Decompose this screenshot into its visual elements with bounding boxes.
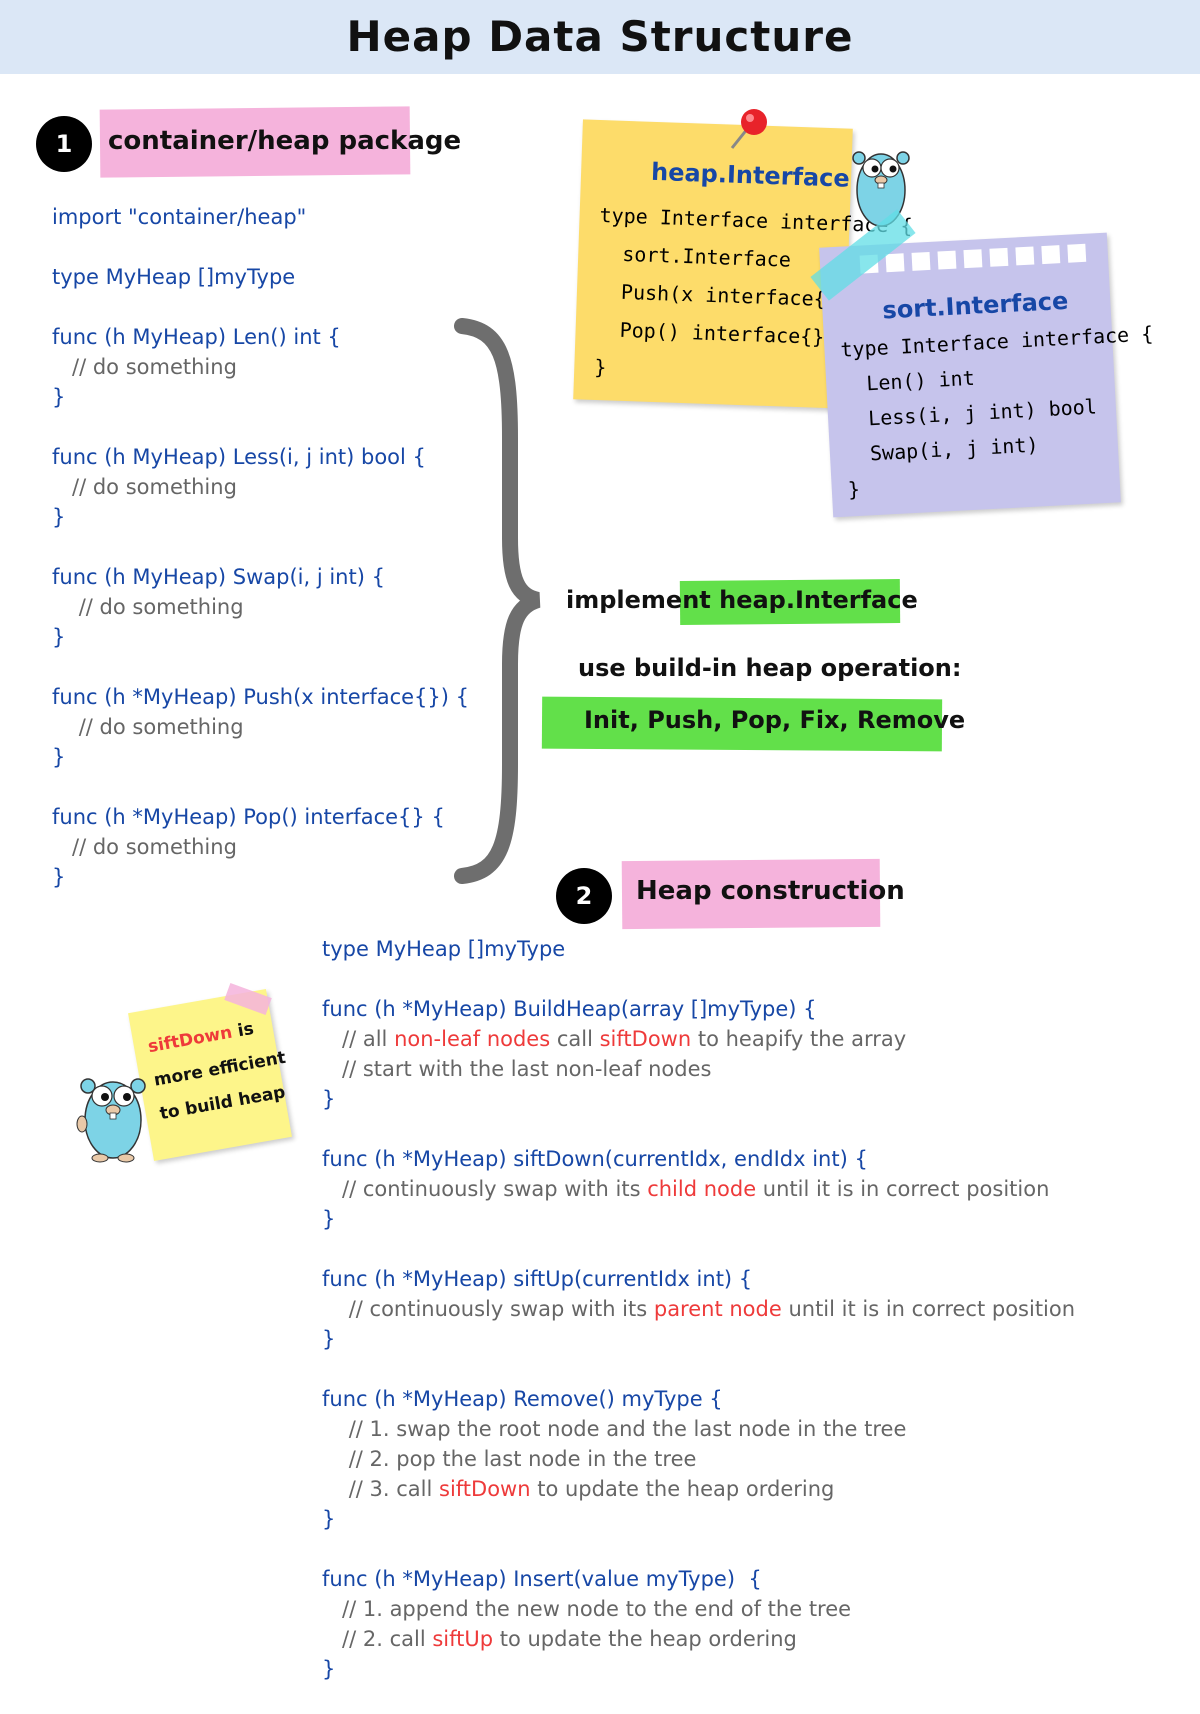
code-import: import "container/heap": [52, 205, 307, 229]
code-comment: to update the heap ordering: [493, 1627, 797, 1651]
code-comment: // continuously swap with its: [348, 1297, 654, 1321]
code-comment: to heapify the array: [691, 1027, 907, 1051]
code-type-decl: type MyHeap []myType: [52, 265, 296, 289]
note-line: Pop() interface{}: [595, 316, 825, 349]
code-swap-signature: func (h MyHeap) Swap(i, j int) {: [52, 565, 385, 589]
section-1-badge: 1: [36, 116, 92, 172]
note-line: }: [847, 476, 861, 502]
use-builtin-text: use build-in heap operation:: [578, 654, 962, 682]
sort-interface-title: sort.Interface: [881, 286, 1069, 325]
heap-interface-title: heap.Interface: [650, 157, 851, 193]
code-close-brace: }: [52, 745, 66, 769]
code-len-signature: func (h MyHeap) Len() int {: [52, 325, 341, 349]
code-comment: // all: [342, 1027, 395, 1051]
code-close-brace: }: [322, 1507, 336, 1531]
notebook-holes-icon: [859, 243, 1087, 274]
note-line: Swap(i, j int): [845, 432, 1040, 467]
code-comment: // 1. append the new node to the end of …: [342, 1597, 852, 1621]
code-siftdown-signature: func (h *MyHeap) siftDown(currentIdx, en…: [322, 1147, 868, 1171]
gopher-mascot-icon: [852, 151, 910, 227]
code-comment: to update the heap ordering: [530, 1477, 835, 1501]
code-comment-highlight: siftDown: [439, 1477, 531, 1501]
code-close-brace: }: [322, 1327, 336, 1351]
code-push-signature: func (h *MyHeap) Push(x interface{}) {: [52, 685, 469, 709]
code-comment: until it is in correct position: [756, 1177, 1050, 1201]
title-bar: [0, 0, 1200, 74]
push-pin-icon: [730, 109, 767, 149]
code-comment: // continuously swap with its: [342, 1177, 648, 1201]
code-comment: // do something: [72, 355, 237, 379]
note-line: Less(i, j int) bool: [843, 394, 1098, 432]
code-insert-signature: func (h *MyHeap) Insert(value myType) {: [322, 1567, 762, 1591]
gopher-mascot-icon: [76, 1078, 146, 1163]
section-1-label: container/heap package: [108, 126, 462, 156]
code-comment-highlight: siftUp: [432, 1627, 494, 1651]
heap-interface-note: heap.Interface type Interface interface …: [573, 119, 913, 409]
code-close-brace: }: [52, 625, 66, 649]
code-comment: // do something: [72, 835, 237, 859]
note-line: }: [593, 354, 607, 380]
implement-text: implement heap.Interface: [566, 586, 918, 614]
code-comment: // do something: [72, 475, 237, 499]
note-line: type Interface interface {: [839, 321, 1154, 362]
code-comment-highlight: non-leaf nodes: [394, 1027, 551, 1051]
code-comment: // start with the last non-leaf nodes: [342, 1057, 712, 1081]
code-comment-highlight: parent node: [653, 1297, 782, 1321]
code-siftup-signature: func (h *MyHeap) siftUp(currentIdx int) …: [322, 1267, 753, 1291]
code-comment-highlight: child node: [647, 1177, 757, 1201]
tip-note: siftDown is more efficient to build heap: [128, 988, 292, 1162]
implement-highlight: heap.Interface: [719, 586, 918, 614]
code-close-brace: }: [322, 1657, 336, 1681]
code-close-brace: }: [52, 865, 66, 889]
code-block-interface-impl: import "container/heap" type MyHeap []my…: [52, 202, 469, 892]
tip-line1: is: [230, 1018, 256, 1043]
code-remove-signature: func (h *MyHeap) Remove() myType {: [322, 1387, 723, 1411]
code-comment-highlight: siftDown: [599, 1027, 692, 1051]
code-close-brace: }: [322, 1087, 336, 1111]
curly-brace-icon: [454, 318, 541, 884]
code-close-brace: }: [322, 1207, 336, 1231]
code-comment: // 3. call: [348, 1477, 439, 1501]
code-comment: // do something: [78, 595, 244, 619]
operations-text: Init, Push, Pop, Fix, Remove: [584, 706, 966, 734]
code-comment: // do something: [78, 715, 244, 739]
code-comment: // 1. swap the root node and the last no…: [348, 1417, 907, 1441]
note-line: sort.Interface: [597, 240, 792, 272]
code-close-brace: }: [52, 505, 66, 529]
sort-interface-note: sort.Interface type Interface interface …: [819, 232, 1154, 518]
code-less-signature: func (h MyHeap) Less(i, j int) bool {: [52, 445, 426, 469]
note-line: Len() int: [841, 365, 976, 397]
code-comment: call: [550, 1027, 600, 1051]
note-line: Push(x interface{}): [596, 278, 851, 312]
code-buildheap-signature: func (h *MyHeap) BuildHeap(array []myTyp…: [322, 997, 817, 1021]
section-2-badge: 2: [556, 868, 612, 924]
code-comment: // 2. pop the last node in the tree: [348, 1447, 697, 1471]
code-type-decl: type MyHeap []myType: [322, 937, 566, 961]
code-comment: // 2. call: [342, 1627, 433, 1651]
implement-prefix: implement: [566, 586, 720, 614]
code-comment: until it is in correct position: [781, 1297, 1076, 1321]
page-title: Heap Data Structure: [346, 12, 854, 61]
code-block-heap-construction: type MyHeap []myType func (h *MyHeap) Bu…: [322, 934, 1075, 1684]
section-2-label: Heap construction: [636, 876, 905, 906]
code-pop-signature: func (h *MyHeap) Pop() interface{} {: [52, 805, 445, 829]
code-close-brace: }: [52, 385, 66, 409]
